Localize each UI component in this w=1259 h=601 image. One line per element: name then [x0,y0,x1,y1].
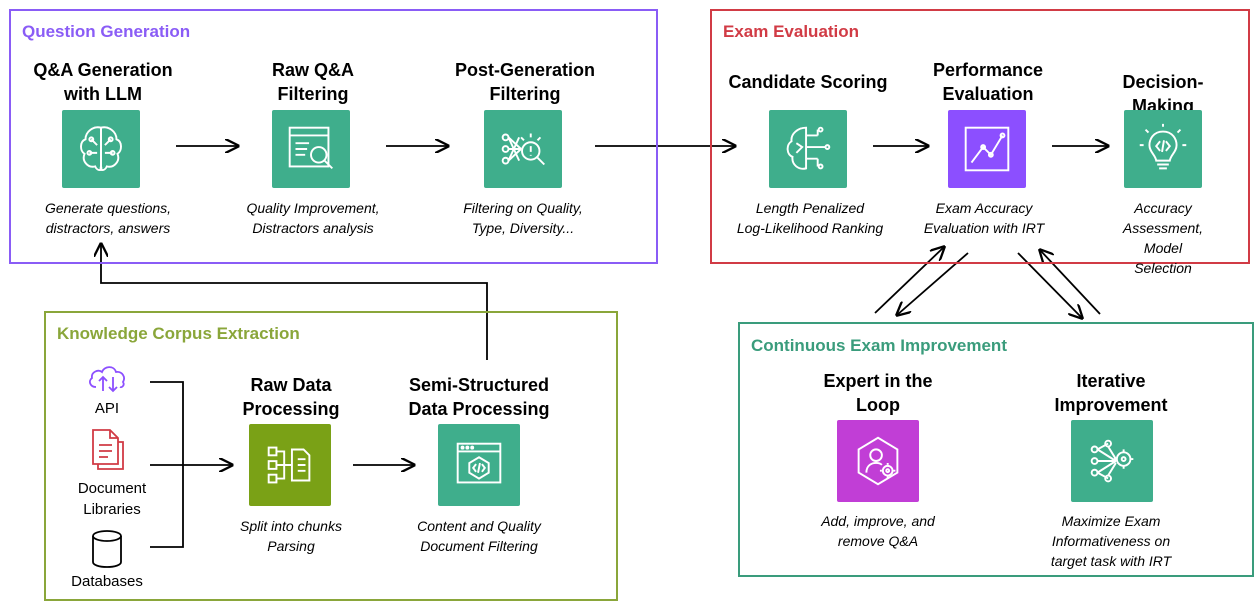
candidate-scoring-title: Candidate Scoring [728,72,888,92]
exam-evaluation-panel [710,9,1250,264]
post-generation-filtering-desc: Filtering on Quality, Type, Diversity... [463,200,583,236]
candidate-scoring-desc: Length Penalized Log-Likelihood Ranking [736,200,884,236]
iterative-improvement-title: Iterative Improvement [1054,371,1168,415]
semi-structured-processing-desc: Content and Quality Document Filtering [417,518,541,554]
performance-evaluation-title: Performance Evaluation [932,60,1044,104]
post-generation-filtering-title: Post-Generation Filtering [454,60,596,104]
expert-in-loop-title: Expert in the Loop [823,371,933,415]
knowledge-corpus-panel [44,311,618,601]
expert-gear-icon [837,420,919,502]
question-generation-panel [9,9,658,264]
chunk-split-icon [249,424,331,506]
lightbulb-code-icon [1124,110,1202,188]
source-api-label: API [94,400,120,417]
exam-evaluation-title: Exam Evaluation [723,22,860,41]
raw-data-processing-title: Raw Data Processing [242,375,340,419]
raw-data-processing-desc: Split into chunks Parsing [240,518,342,554]
decision-making-desc: Accuracy Assessment, Model Selection [1122,200,1204,276]
database-icon [92,530,122,568]
knowledge-corpus-title: Knowledge Corpus Extraction [57,324,300,343]
continuous-improvement-title: Continuous Exam Improvement [751,336,1007,355]
raw-qa-filtering-title: Raw Q&A Filtering [271,60,355,104]
cloud-api-icon [89,366,125,393]
continuous-improvement-panel [738,322,1254,577]
performance-evaluation-desc: Exam Accuracy Evaluation with IRT [923,200,1045,236]
qa-generation-title: Q&A Generation with LLM [33,60,173,104]
document-magnifier-icon [272,110,350,188]
network-search-icon [484,110,562,188]
iterative-improvement-desc: Maximize Exam Informativeness on target … [1050,513,1172,569]
semi-structured-processing-title: Semi-Structured Data Processing [408,375,550,419]
qa-generation-desc: Generate questions, distractors, answers [44,200,172,236]
expert-in-loop-desc: Add, improve, and remove Q&A [821,513,935,549]
circuit-brain-icon [769,110,847,188]
code-window-icon [438,424,520,506]
document-library-icon [92,429,124,470]
network-gear-icon [1071,420,1153,502]
question-generation-title: Question Generation [22,22,191,41]
source-document-libraries-label: Document Libraries [77,480,147,518]
source-databases-label: Databases [71,573,143,590]
brain-network-icon [62,110,140,188]
line-chart-icon [948,110,1026,188]
raw-qa-filtering-desc: Quality Improvement, Distractors analysi… [246,200,380,236]
